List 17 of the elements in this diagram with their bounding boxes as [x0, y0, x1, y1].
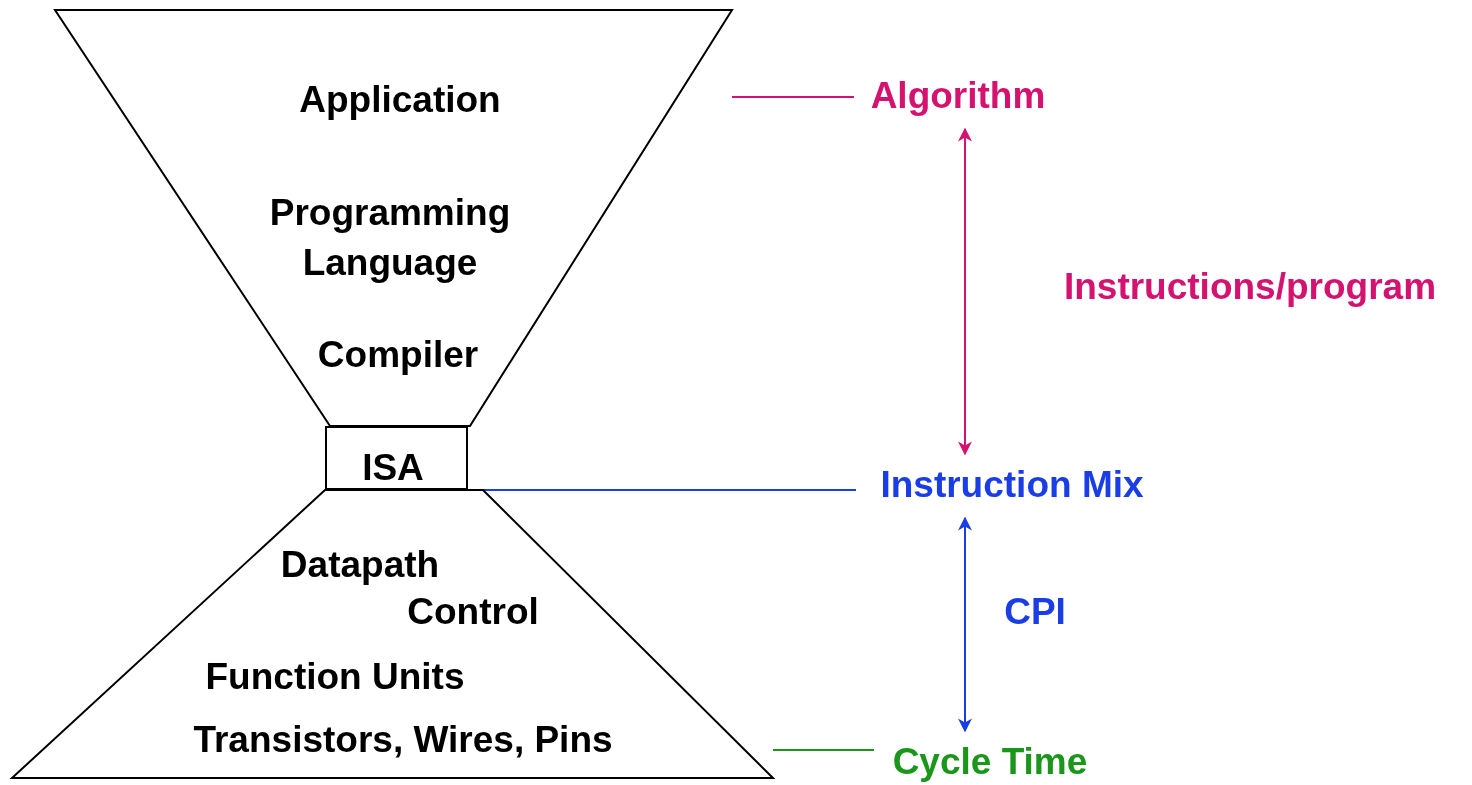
connector-line: [772, 749, 875, 751]
layer-label: Control: [407, 590, 539, 635]
label-text: Instruction Mix: [880, 463, 1144, 508]
layer-label: Programming Language: [268, 191, 512, 285]
layer-label: Transistors, Wires, Pins: [193, 718, 613, 763]
connector-line: [731, 96, 855, 98]
layer-label: Function Units: [205, 655, 465, 700]
layer-label: Compiler: [317, 333, 479, 378]
double-arrow: [958, 516, 972, 733]
double-arrow: [958, 127, 972, 456]
edge-label: Instructions/program: [1063, 266, 1437, 308]
layer-label: Application: [299, 78, 501, 123]
layer-label: Datapath: [280, 543, 440, 588]
layer-label: ISA: [362, 446, 424, 491]
edge-label: CPI: [1004, 591, 1066, 633]
label-text: Cycle Time: [892, 740, 1088, 785]
label-text: Algorithm: [870, 74, 1046, 119]
